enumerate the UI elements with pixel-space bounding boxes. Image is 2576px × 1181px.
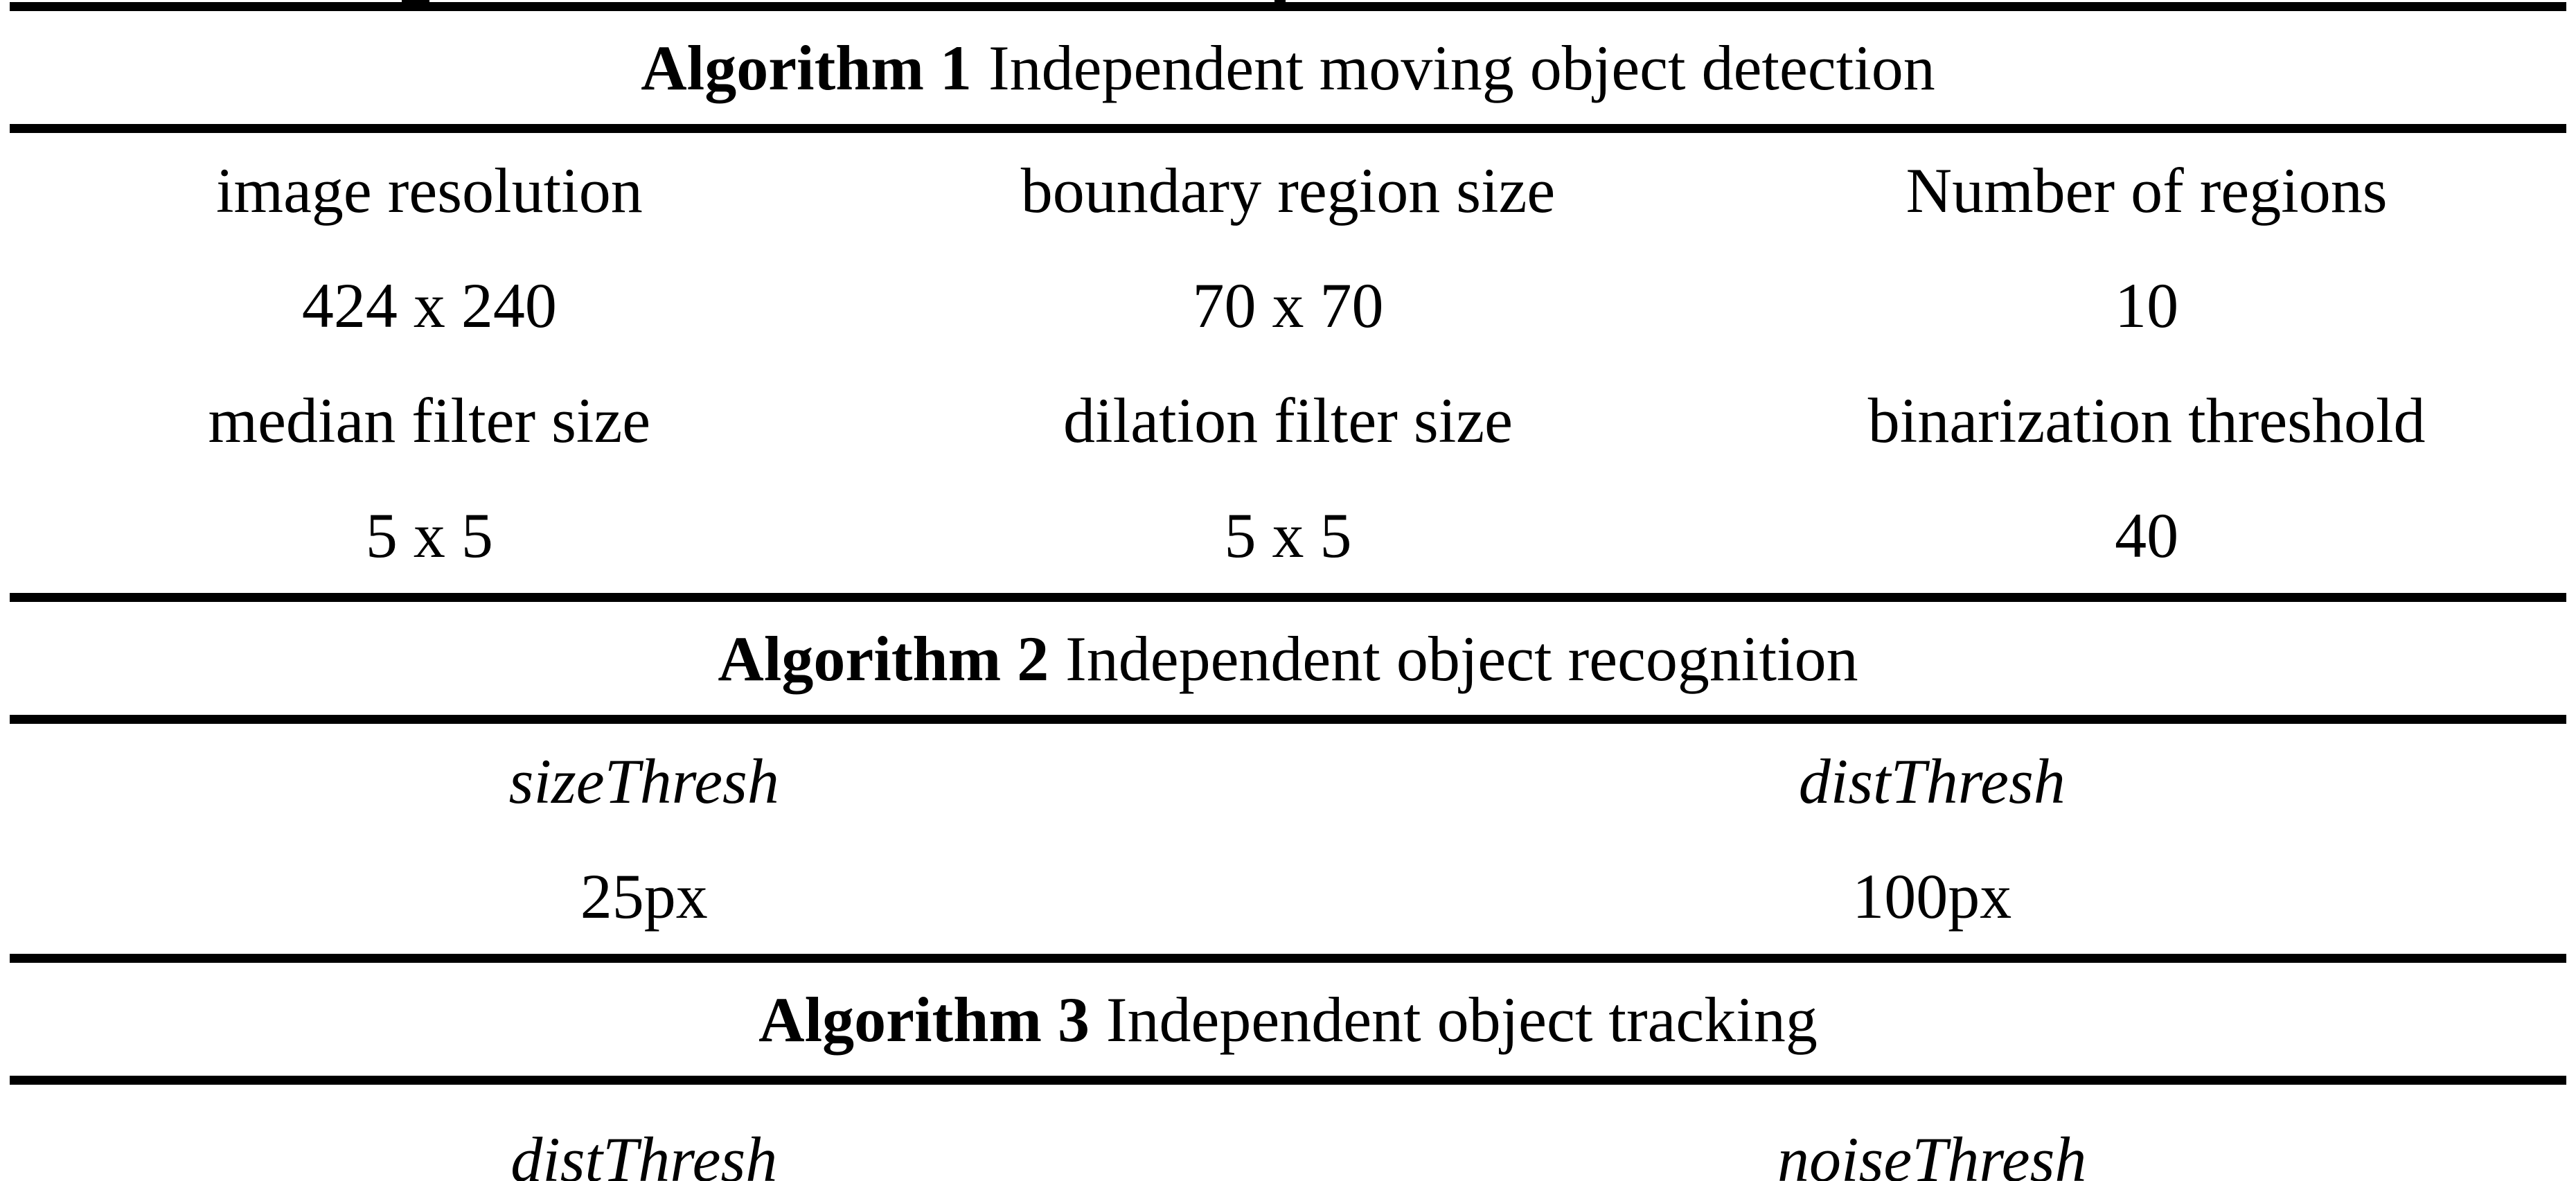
table-rule: [10, 715, 2566, 724]
algorithm-2-header: Algorithm 2 Independent object recogniti…: [0, 602, 2576, 715]
table-row: 424 x 240 70 x 70 10: [0, 248, 2576, 363]
algorithm-3-title: Independent object tracking: [1105, 984, 1818, 1055]
algorithm-2-title: Independent object recognition: [1065, 623, 1858, 694]
table-rule: [10, 593, 2566, 602]
param-value-size-thresh: 25px: [580, 861, 708, 932]
param-label-noise-thresh: noiseThresh: [1777, 1124, 2087, 1181]
param-label-image-resolution: image resolution: [215, 155, 643, 226]
table-rule: [10, 1076, 2566, 1085]
table-row: image resolution boundary region size Nu…: [0, 133, 2576, 248]
cropped-text-remnant: [402, 0, 429, 3]
algorithm-1-label: Algorithm 1: [641, 32, 972, 103]
table-row: distThresh noiseThresh: [0, 1085, 2576, 1181]
param-value-image-resolution: 424 x 240: [301, 270, 557, 341]
algorithm-1-title: Independent moving object detection: [988, 32, 1935, 103]
param-label-boundary-region-size: boundary region size: [1020, 155, 1556, 226]
table-row: median filter size dilation filter size …: [0, 363, 2576, 478]
param-value-binarization-threshold: 40: [2115, 500, 2179, 571]
table-row: 25px 100px: [0, 839, 2576, 954]
param-value-boundary-region-size: 70 x 70: [1192, 270, 1384, 341]
param-value-number-of-regions: 10: [2115, 270, 2179, 341]
table-row: sizeThresh distThresh: [0, 724, 2576, 839]
param-label-dilation-filter-size: dilation filter size: [1063, 385, 1513, 456]
param-label-binarization-threshold: binarization threshold: [1867, 385, 2426, 456]
algorithm-3-header: Algorithm 3 Independent object tracking: [0, 963, 2576, 1076]
table-rule: [10, 954, 2566, 963]
table-rule: [10, 124, 2566, 133]
table-top-rule: [10, 2, 2566, 11]
param-label-number-of-regions: Number of regions: [1906, 155, 2388, 226]
param-label-median-filter-size: median filter size: [208, 385, 651, 456]
param-value-dilation-filter-size: 5 x 5: [1224, 500, 1352, 571]
param-label-size-thresh: sizeThresh: [508, 746, 779, 817]
algorithm-1-header: Algorithm 1 Independent moving object de…: [0, 11, 2576, 124]
algorithm-2-label: Algorithm 2: [718, 623, 1049, 694]
param-label-dist-thresh: distThresh: [1798, 746, 2066, 817]
table-row: 5 x 5 5 x 5 40: [0, 478, 2576, 593]
param-value-dist-thresh: 100px: [1852, 861, 2012, 932]
param-value-median-filter-size: 5 x 5: [365, 500, 493, 571]
algorithm-3-label: Algorithm 3: [758, 984, 1090, 1055]
param-label-dist-thresh-tracking: distThresh: [510, 1124, 778, 1181]
cropped-text-remnant: [1274, 0, 1286, 3]
